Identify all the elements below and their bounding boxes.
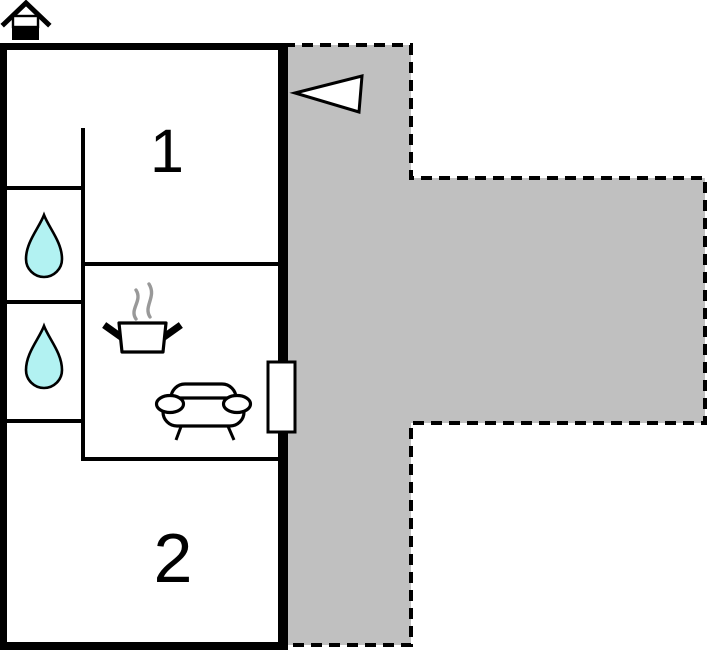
steam-wave xyxy=(146,282,154,319)
door-leaf xyxy=(266,360,297,434)
wall-right xyxy=(278,43,288,650)
water-drop-icon xyxy=(24,322,64,390)
room-1-label: 1 xyxy=(150,117,184,185)
wall-kitchen-bottom xyxy=(81,457,278,461)
cooking-pot-icon xyxy=(102,282,183,354)
wall-bathroom1-top xyxy=(0,186,85,190)
wall-left xyxy=(0,43,7,650)
wall-top xyxy=(0,43,288,50)
entrance-arrow-icon xyxy=(289,74,364,114)
steam-wave xyxy=(132,288,140,321)
wall-bathroom2-top xyxy=(0,300,85,304)
house-icon xyxy=(0,0,52,40)
wall-bottom xyxy=(0,642,288,650)
sofa-icon xyxy=(154,382,253,441)
terrace-area xyxy=(282,43,707,647)
wall-interior-vertical xyxy=(81,128,85,461)
room-2-label: 2 xyxy=(153,519,193,597)
wall-kitchen-top xyxy=(81,262,278,266)
water-drop-icon xyxy=(24,211,64,279)
wall-bathroom2-bottom xyxy=(0,419,85,423)
